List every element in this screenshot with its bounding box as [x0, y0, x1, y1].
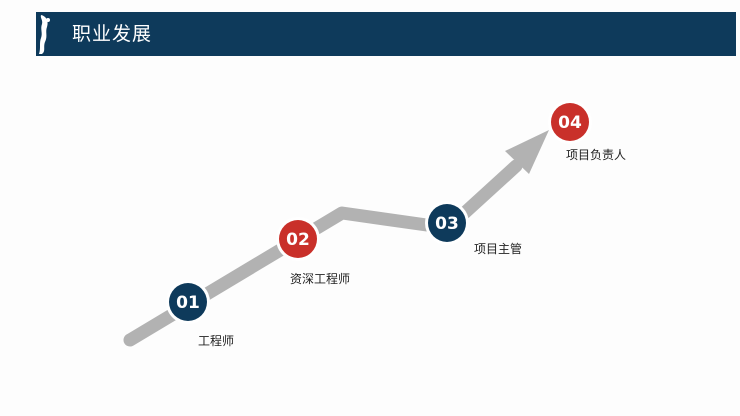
page-title: 职业发展	[72, 23, 153, 45]
step-label-2: 资深工程师	[290, 272, 351, 286]
step-number-4: 04	[558, 113, 582, 133]
header-bar	[36, 12, 736, 56]
step-label-4: 项目负责人	[566, 148, 627, 162]
step-marker-2: 02	[276, 217, 320, 261]
header-emblem-icon	[36, 12, 54, 56]
step-label-3: 项目主管	[474, 242, 523, 256]
growth-path-line	[123, 159, 523, 347]
step-marker-4: 04	[548, 100, 592, 144]
step-label-1: 工程师	[198, 334, 235, 348]
growth-arrow-head	[505, 130, 549, 174]
step-number-3: 03	[435, 214, 459, 234]
step-number-1: 01	[176, 293, 200, 313]
step-marker-1: 01	[166, 280, 210, 324]
step-marker-3: 03	[425, 201, 469, 245]
step-number-2: 02	[286, 230, 310, 250]
